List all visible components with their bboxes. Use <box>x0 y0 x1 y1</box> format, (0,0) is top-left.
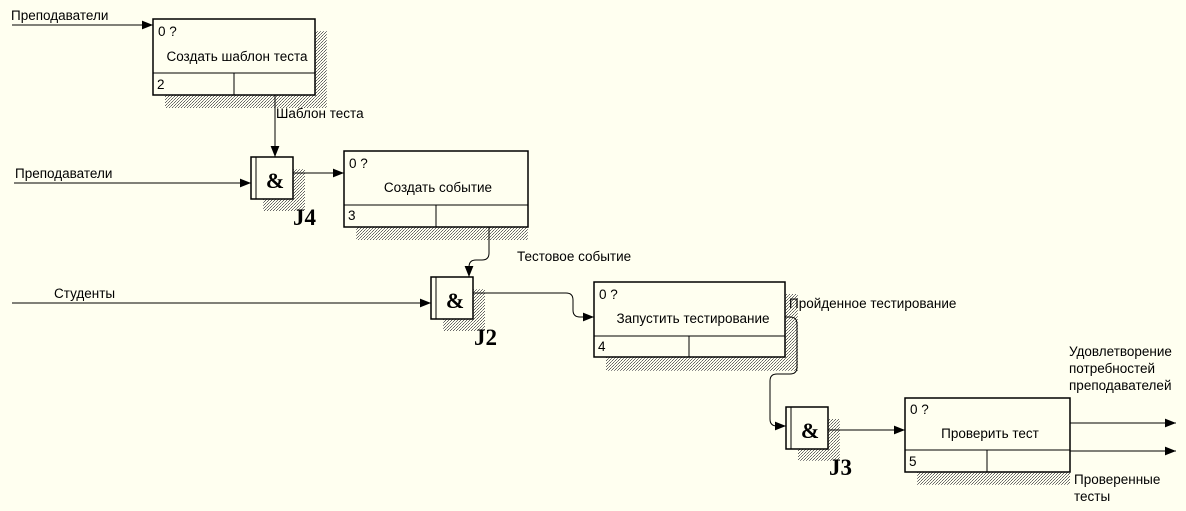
process-number: 2 <box>157 77 165 92</box>
junction-j4[interactable]: & J4 <box>250 156 317 230</box>
junction-label: J2 <box>474 325 497 350</box>
process-name: Проверить тест <box>941 426 1039 441</box>
junction-j2[interactable]: & J2 <box>430 276 497 350</box>
process-box-run-testing[interactable]: 0 ? Запустить тестирование 4 <box>593 281 798 371</box>
arrow-event-to-j2[interactable] <box>464 227 490 277</box>
arrow-label-satisfaction: преподавателей <box>1069 378 1171 393</box>
junction-label: J3 <box>829 455 852 480</box>
arrow-j2-to-p4[interactable] <box>473 292 594 322</box>
arrow-label-passed-testing: Пройденное тестирование <box>789 296 956 311</box>
process-box-create-event[interactable]: 0 ? Создать событие 3 <box>343 150 529 240</box>
arrow-label-test-event: Тестовое событие <box>517 249 631 264</box>
process-cost: 0 ? <box>158 24 177 39</box>
process-cost: 0 ? <box>599 287 618 302</box>
arrow-label-teachers: Преподаватели <box>15 166 112 181</box>
process-number: 5 <box>909 454 917 469</box>
junction-label: J4 <box>293 205 317 230</box>
process-name: Создать шаблон теста <box>166 49 308 64</box>
process-number: 3 <box>348 208 356 223</box>
junction-j3[interactable]: & J3 <box>785 406 852 480</box>
arrow-label-checked-tests: тесты <box>1074 489 1110 504</box>
junction-symbol: & <box>266 168 284 193</box>
junction-symbol: & <box>801 418 819 443</box>
junction-box <box>430 276 474 320</box>
arrow-label-students: Студенты <box>54 286 115 301</box>
junction-box <box>785 406 829 450</box>
arrow-label-test-template: Шаблон теста <box>276 106 364 121</box>
arrow-label-satisfaction: Удовлетворение <box>1069 344 1172 359</box>
process-box-check-test[interactable]: 0 ? Проверить тест 5 <box>904 397 1071 485</box>
process-name: Запустить тестирование <box>616 311 769 326</box>
process-number: 4 <box>598 339 606 354</box>
process-cost: 0 ? <box>349 156 368 171</box>
junction-box <box>250 156 294 200</box>
arrow-label-checked-tests: Проверенные <box>1074 472 1160 487</box>
process-name: Создать событие <box>384 180 492 195</box>
arrow-p4-to-j3[interactable] <box>769 316 798 431</box>
process-cost: 0 ? <box>910 402 929 417</box>
junction-symbol: & <box>446 288 464 313</box>
process-box-create-template[interactable]: 0 ? Создать шаблон теста 2 <box>152 18 327 108</box>
arrow-label-satisfaction: потребностей <box>1069 361 1155 376</box>
arrow-label-teachers: Преподаватели <box>11 8 108 23</box>
